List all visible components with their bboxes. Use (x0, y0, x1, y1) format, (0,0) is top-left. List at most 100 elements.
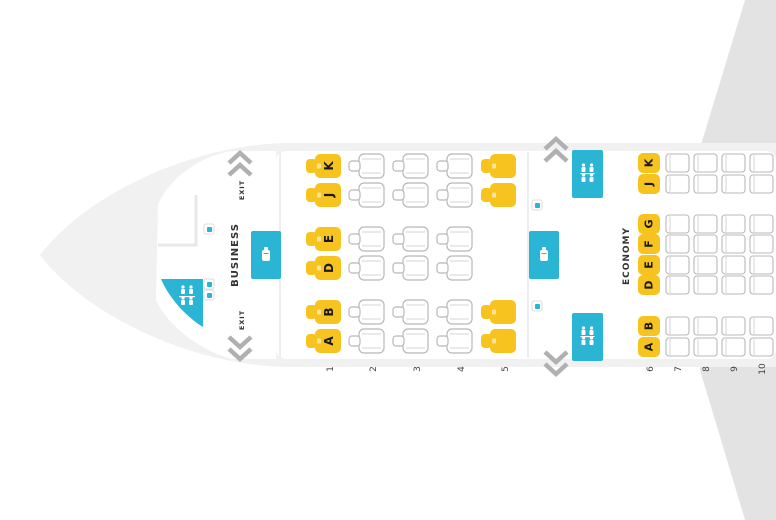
economy-cabin-label: ECONOMY (622, 227, 632, 285)
seat-6D[interactable]: D (638, 275, 660, 295)
seat-9B[interactable] (721, 316, 746, 336)
seat-letter: A (322, 336, 336, 346)
seat-8A[interactable] (693, 337, 718, 357)
seat-9J[interactable] (721, 174, 746, 194)
seat-5A[interactable] (481, 329, 516, 353)
seat-letter: A (643, 342, 656, 351)
seat-10E[interactable] (749, 255, 774, 275)
seat-4E[interactable] (436, 226, 473, 252)
seat-10G[interactable] (749, 214, 774, 234)
seat-6J[interactable]: J (638, 174, 660, 194)
seat-10K[interactable] (749, 153, 774, 173)
seat-2A[interactable] (348, 328, 385, 354)
seat-letter: D (322, 263, 336, 273)
seat-6G[interactable]: G (638, 214, 660, 234)
seat-8B[interactable] (693, 316, 718, 336)
exit-chevron-bottom-front (227, 335, 253, 363)
seat-5J[interactable] (481, 183, 516, 207)
seat-8D[interactable] (693, 275, 718, 295)
row-number: 8 (702, 366, 712, 372)
seat-4D[interactable] (436, 255, 473, 281)
row-number: 4 (457, 366, 467, 372)
seat-3D[interactable] (392, 255, 429, 281)
seat-8J[interactable] (693, 174, 718, 194)
seat-2K[interactable] (348, 153, 385, 179)
galley-icon-mid (529, 231, 559, 279)
seat-8E[interactable] (693, 255, 718, 275)
exit-label-top: EXIT (238, 180, 246, 200)
row-number: 10 (758, 363, 768, 375)
seat-7E[interactable] (665, 255, 690, 275)
seat-letter: K (322, 161, 336, 171)
seat-9G[interactable] (721, 214, 746, 234)
seat-3E[interactable] (392, 226, 429, 252)
row-number: 9 (730, 366, 740, 372)
seat-letter: F (643, 240, 656, 248)
lavatory-icon-bottom (572, 313, 603, 361)
seat-letter: K (643, 158, 656, 167)
seat-8K[interactable] (693, 153, 718, 173)
seat-2D[interactable] (348, 255, 385, 281)
seat-9F[interactable] (721, 234, 746, 254)
seat-1E[interactable]: E (306, 227, 341, 251)
seat-10A[interactable] (749, 337, 774, 357)
seat-letter: J (643, 182, 656, 187)
seat-1K[interactable]: K (306, 154, 341, 178)
row-number: 3 (413, 366, 423, 372)
seat-6F[interactable]: F (638, 234, 660, 254)
seat-4B[interactable] (436, 299, 473, 325)
lavatory-icon-top (572, 150, 603, 198)
seat-3K[interactable] (392, 153, 429, 179)
seat-5B[interactable] (481, 300, 516, 324)
seat-5K[interactable] (481, 154, 516, 178)
amenity-icon-mid-bot (531, 300, 543, 312)
seat-8G[interactable] (693, 214, 718, 234)
seat-10D[interactable] (749, 275, 774, 295)
seat-1J[interactable]: J (306, 183, 341, 207)
seat-7G[interactable] (665, 214, 690, 234)
exit-chevron-bottom-mid (543, 350, 569, 378)
seat-10F[interactable] (749, 234, 774, 254)
seat-6B[interactable]: B (638, 316, 660, 336)
amenity-icon-front-bot (203, 289, 215, 301)
seat-2J[interactable] (348, 182, 385, 208)
seat-6A[interactable]: A (638, 337, 660, 357)
row-number: 2 (369, 366, 379, 372)
seat-9E[interactable] (721, 255, 746, 275)
seat-10J[interactable] (749, 174, 774, 194)
seat-2E[interactable] (348, 226, 385, 252)
seat-1B[interactable]: B (306, 300, 341, 324)
seat-1D[interactable]: D (306, 256, 341, 280)
seat-4J[interactable] (436, 182, 473, 208)
seat-4K[interactable] (436, 153, 473, 179)
seat-7B[interactable] (665, 316, 690, 336)
seat-9A[interactable] (721, 337, 746, 357)
seat-9D[interactable] (721, 275, 746, 295)
seat-7J[interactable] (665, 174, 690, 194)
seat-letter: E (322, 235, 336, 243)
seat-7K[interactable] (665, 153, 690, 173)
seat-1A[interactable]: A (306, 329, 341, 353)
seat-7F[interactable] (665, 234, 690, 254)
seat-letter: E (643, 261, 656, 269)
seat-4A[interactable] (436, 328, 473, 354)
seat-3B[interactable] (392, 299, 429, 325)
lavatory-front-icon (161, 279, 203, 327)
cockpit-wall (158, 195, 198, 247)
row-number: 6 (646, 366, 656, 372)
business-cabin-label: BUSINESS (230, 223, 241, 287)
seat-2B[interactable] (348, 299, 385, 325)
seat-letter: B (322, 307, 336, 316)
seat-6K[interactable]: K (638, 153, 660, 173)
seat-8F[interactable] (693, 234, 718, 254)
seat-6E[interactable]: E (638, 255, 660, 275)
seat-9K[interactable] (721, 153, 746, 173)
seat-7A[interactable] (665, 337, 690, 357)
seat-letter: B (643, 322, 656, 330)
seat-3A[interactable] (392, 328, 429, 354)
seat-3J[interactable] (392, 182, 429, 208)
seat-10B[interactable] (749, 316, 774, 336)
exit-label-bottom: EXIT (238, 310, 246, 330)
seat-7D[interactable] (665, 275, 690, 295)
